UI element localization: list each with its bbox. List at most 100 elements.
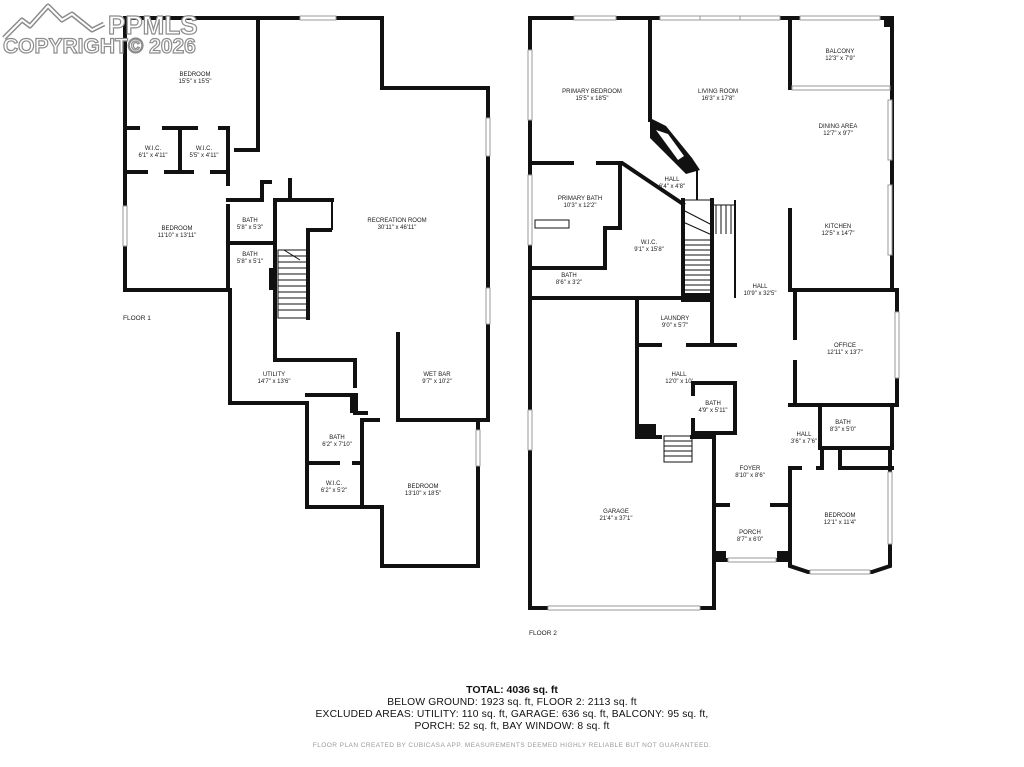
room-dimensions: 15'5" x 15'5" bbox=[178, 79, 212, 85]
window bbox=[887, 184, 893, 256]
floor2-stair-outline bbox=[682, 199, 713, 299]
floor2-plan bbox=[527, 15, 900, 611]
room-name: BATH bbox=[835, 420, 851, 426]
window bbox=[739, 15, 781, 21]
room-name: PRIMARY BEDROOM bbox=[562, 89, 622, 95]
room-dimensions: 16'3" x 17'8" bbox=[701, 96, 735, 102]
window bbox=[699, 15, 741, 21]
floor2-stair-treads bbox=[682, 204, 735, 291]
room-dimensions: 12'11" x 13'7" bbox=[827, 350, 863, 356]
room-name: GARAGE bbox=[603, 509, 629, 515]
disclaimer: FLOOR PLAN CREATED BY CUBICASA APP. MEAS… bbox=[312, 742, 712, 749]
room-name: LIVING ROOM bbox=[697, 89, 739, 95]
room-label-hall: HALL 3'6" x 7'6" bbox=[791, 432, 817, 446]
entry-steps bbox=[663, 435, 693, 463]
room-name: W.I.C. bbox=[144, 146, 162, 152]
room-dimensions: 9'0" x 5'7" bbox=[661, 323, 689, 329]
room-dimensions: 12'3" x 7'9" bbox=[825, 56, 855, 62]
total-area: TOTAL: 4036 sq. ft bbox=[466, 684, 558, 696]
room-name: BALCONY bbox=[825, 49, 855, 55]
window bbox=[475, 429, 481, 467]
entry-step-treads bbox=[664, 440, 692, 457]
room-dimensions: 21'4" x 37'1" bbox=[599, 516, 633, 522]
room-dimensions: 10'3" x 12'2" bbox=[563, 203, 597, 209]
room-dimensions: 9'7" x 10'2" bbox=[422, 379, 452, 385]
watermark-copyright: COPYRIGHT© 2026 bbox=[2, 35, 196, 58]
room-label-living-room: LIVING ROOM 16'3" x 17'8" bbox=[698, 89, 738, 103]
garage-door bbox=[547, 605, 701, 611]
room-name: W.I.C. bbox=[640, 240, 658, 246]
room-dimensions: 8'7" x 6'0" bbox=[736, 537, 764, 543]
room-dimensions: 5'8" x 5'1" bbox=[236, 259, 264, 265]
room-name: UTILITY bbox=[262, 372, 286, 378]
room-dimensions: 9'1" x 15'8" bbox=[634, 247, 664, 253]
window bbox=[485, 287, 491, 325]
room-name: BEDROOM bbox=[161, 226, 193, 232]
window bbox=[527, 49, 533, 121]
bay-window bbox=[809, 569, 871, 575]
room-dimensions: 11'10" x 13'11" bbox=[157, 233, 197, 239]
floor1-stair-outline bbox=[277, 249, 309, 319]
vanity bbox=[534, 219, 570, 229]
floor1-plan bbox=[122, 15, 491, 568]
room-label-laundry: LAUNDRY 9'0" x 5'7" bbox=[661, 316, 690, 330]
room-label-dining-area: DINING AREA 12'7" x 9'7" bbox=[819, 124, 858, 138]
room-name: LAUNDRY bbox=[660, 316, 690, 322]
floor1-interior-walls bbox=[123, 16, 480, 509]
room-label-office: OFFICE 12'11" x 13'7" bbox=[827, 343, 863, 357]
room-name: RECREATION ROOM bbox=[367, 218, 427, 224]
room-label-foyer: FOYER 8'10" x 8'6" bbox=[735, 466, 765, 480]
room-dimensions: 13'10" x 18'5" bbox=[404, 491, 442, 497]
fireplace-hearth bbox=[656, 130, 684, 160]
window bbox=[799, 15, 881, 21]
room-dimensions: 8'10" x 8'6" bbox=[735, 473, 765, 479]
room-dimensions: 14'7" x 13'6" bbox=[257, 379, 291, 385]
room-label-wet-bar: WET BAR 9'7" x 10'2" bbox=[422, 372, 452, 386]
room-label-hall: HALL 10'9" x 32'5" bbox=[744, 284, 777, 298]
room-label-kitchen: KITCHEN 12'5" x 14'7" bbox=[822, 224, 855, 238]
floor1-label: FLOOR 1 bbox=[123, 315, 151, 322]
room-dimensions: 8'6" x 3'2" bbox=[555, 280, 583, 286]
room-label-utility: UTILITY 14'7" x 13'6" bbox=[258, 372, 291, 386]
window bbox=[894, 311, 900, 379]
room-label-bath: BATH 5'8" x 5'3" bbox=[237, 218, 263, 232]
floor2-column bbox=[713, 551, 726, 561]
room-dimensions: 12'5" x 14'7" bbox=[821, 231, 855, 237]
room-name: BEDROOM bbox=[407, 484, 439, 490]
room-name: BATH bbox=[705, 401, 721, 407]
window bbox=[122, 205, 128, 247]
floor1-stair-treads bbox=[278, 249, 308, 311]
room-label-primary-bath: PRIMARY BATH 10'3" x 12'2" bbox=[558, 196, 602, 210]
room-name: BATH bbox=[242, 218, 258, 224]
window bbox=[791, 85, 891, 91]
room-dimensions: 3'6" x 7'6" bbox=[790, 439, 818, 445]
room-dimensions: 6'2" x 7'10" bbox=[322, 442, 352, 448]
window bbox=[527, 409, 533, 451]
room-dimensions: 6'4" x 4'8" bbox=[658, 184, 686, 190]
room-label-wic: W.I.C. 9'1" x 15'8" bbox=[634, 240, 664, 254]
room-name: WET BAR bbox=[423, 372, 451, 378]
room-dimensions: 30'11" x 46'11" bbox=[377, 225, 417, 231]
window bbox=[485, 117, 491, 157]
room-name: BATH bbox=[329, 435, 345, 441]
room-label-balcony: BALCONY 12'3" x 7'9" bbox=[825, 49, 855, 63]
room-name: PRIMARY BATH bbox=[557, 196, 603, 202]
floor2-column bbox=[777, 551, 791, 561]
room-name: DINING AREA bbox=[818, 124, 858, 130]
room-dimensions: 5'5" x 4'11" bbox=[189, 153, 219, 159]
room-label-hall: HALL 6'4" x 4'8" bbox=[659, 177, 685, 191]
floor2-stair-base bbox=[683, 293, 713, 302]
window bbox=[299, 15, 337, 21]
room-name: HALL bbox=[664, 177, 680, 183]
floor2-label: FLOOR 2 bbox=[529, 630, 557, 637]
room-label-primary-bedroom: PRIMARY BEDROOM 15'5" x 18'5" bbox=[562, 89, 622, 103]
floor2-column bbox=[636, 424, 656, 438]
room-label-bath: BATH 6'2" x 7'10" bbox=[322, 435, 352, 449]
room-name: BATH bbox=[561, 273, 577, 279]
window bbox=[887, 99, 893, 161]
room-name: W.I.C. bbox=[325, 481, 343, 487]
room-dimensions: 12'1" x 11'4" bbox=[823, 520, 857, 526]
window bbox=[887, 471, 893, 545]
floor1-column bbox=[350, 393, 358, 413]
